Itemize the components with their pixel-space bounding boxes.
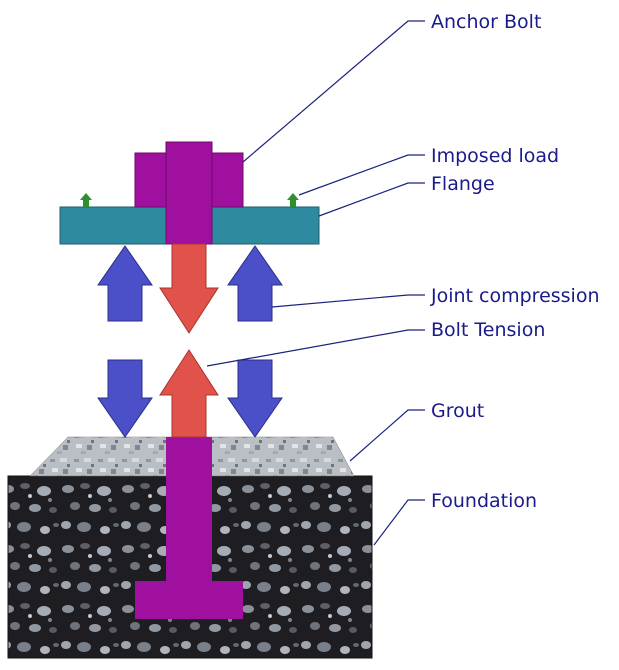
joint-compression-arrow-up-left: [97, 245, 153, 322]
leader-flange: [318, 182, 425, 217]
leader-anchor-bolt: [242, 20, 425, 163]
imposed-load-arrow-right: [287, 193, 299, 207]
label-anchor-bolt: Anchor Bolt: [431, 11, 541, 33]
joint-compression-arrow-up-right: [227, 245, 283, 322]
label-foundation: Foundation: [431, 490, 537, 512]
leader-imposed-load: [298, 154, 425, 196]
bolt-tension-arrow-up: [159, 349, 219, 438]
leader-bolt-tension: [206, 329, 425, 367]
bolt-tension-arrow-down: [159, 243, 219, 334]
leader-joint-compression: [271, 294, 425, 308]
leader-grout: [349, 409, 425, 462]
leader-lines: [206, 20, 425, 546]
imposed-load-arrow-left: [80, 193, 92, 207]
label-flange: Flange: [431, 173, 495, 195]
label-imposed-load: Imposed load: [431, 145, 559, 167]
joint-compression-arrow-down-left: [97, 359, 153, 438]
bolt-shaft-lower: [166, 437, 212, 587]
leader-foundation: [373, 499, 425, 546]
label-grout: Grout: [431, 400, 484, 422]
label-joint-compression: Joint compression: [430, 285, 600, 307]
bolt-head: [135, 581, 243, 619]
bolt-shaft-upper: [165, 141, 213, 245]
label-bolt-tension: Bolt Tension: [431, 319, 545, 341]
joint-compression-arrow-down-right: [227, 359, 283, 438]
